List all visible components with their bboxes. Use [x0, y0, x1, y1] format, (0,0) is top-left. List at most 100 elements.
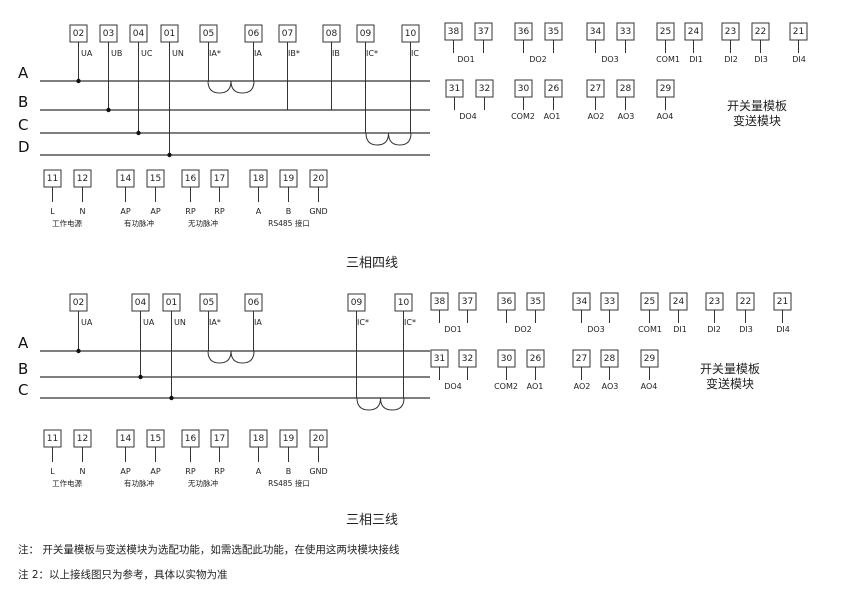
note-2: 注 2：以上接线图只为参考，具体以实物为准	[18, 568, 228, 581]
module-label-di3: DI3	[754, 55, 768, 64]
current-label-05: IA*	[209, 318, 221, 327]
module-terminal-25-num: 25	[644, 297, 655, 307]
ct-loop	[207, 80, 255, 94]
bottom-terminal-15-num: 15	[150, 174, 161, 184]
bottom-terminal-12-num: 12	[77, 174, 88, 184]
module-label-di1: DI1	[673, 325, 687, 334]
bottom-terminal-17-num: 17	[214, 174, 225, 184]
current-label-09: IC*	[357, 318, 369, 327]
module-label-do4: DO4	[444, 382, 462, 391]
ct-loop	[356, 397, 405, 411]
ct-loop	[207, 350, 255, 364]
module-terminal-28-num: 28	[604, 354, 616, 364]
current-terminal-06-num: 06	[248, 29, 260, 39]
module-title-1: 开关量模板	[700, 362, 760, 376]
module-terminal-37-num: 37	[462, 297, 473, 307]
module-terminal-31-num: 31	[434, 354, 445, 364]
current-label-05: IA*	[209, 49, 221, 58]
module-label-do3: DO3	[601, 55, 619, 64]
bottom-terminal-19-num: 19	[283, 434, 295, 444]
bottom-terminal-16-num: 16	[185, 434, 197, 444]
module-terminal-21-num: 21	[777, 297, 788, 307]
junction-dot	[167, 152, 172, 158]
module-terminal-22-num: 22	[755, 27, 766, 37]
phase-label-b: B	[18, 93, 28, 111]
module-terminal-35-num: 35	[548, 27, 559, 37]
module-terminal-29-num: 29	[660, 84, 672, 94]
module-terminal-35-num: 35	[530, 297, 541, 307]
module-label-ao2: AO2	[574, 382, 591, 391]
current-label-08: IB	[332, 49, 340, 58]
bottom-label-18: A	[256, 467, 262, 476]
bottom-label-12: N	[80, 207, 86, 216]
voltage-label-02: UA	[81, 49, 93, 58]
module-terminal-33-num: 33	[604, 297, 615, 307]
bottom-label-15: AP	[150, 467, 160, 476]
bottom-terminal-16-num: 16	[185, 174, 197, 184]
module-label-com2: COM2	[494, 382, 518, 391]
junction-dot	[136, 130, 141, 136]
current-terminal-10-num: 10	[398, 298, 410, 308]
module-label-do1: DO1	[444, 325, 462, 334]
current-label-10: IC	[411, 49, 419, 58]
bottom-terminal-20-num: 20	[313, 174, 325, 184]
bottom-terminal-18-num: 18	[253, 174, 265, 184]
module-label-di4: DI4	[792, 55, 806, 64]
module-terminal-21-num: 21	[793, 27, 804, 37]
current-label-06: IA	[254, 318, 262, 327]
module-terminal-31-num: 31	[449, 84, 460, 94]
module-terminal-36-num: 36	[501, 297, 513, 307]
module-label-di1: DI1	[689, 55, 703, 64]
voltage-terminal-04-num: 04	[133, 29, 145, 39]
module-label-do2: DO2	[514, 325, 532, 334]
bottom-label-14: AP	[120, 467, 130, 476]
module-terminal-32-num: 32	[462, 354, 473, 364]
bottom-terminal-18-num: 18	[253, 434, 265, 444]
junction-dot	[169, 395, 174, 401]
voltage-label-03: UB	[111, 49, 122, 58]
voltage-terminal-02-num: 02	[73, 298, 84, 308]
module-label-di3: DI3	[739, 325, 753, 334]
module-label-com1: COM1	[656, 55, 680, 64]
module-terminal-32-num: 32	[479, 84, 490, 94]
voltage-terminal-01-num: 01	[166, 298, 177, 308]
bottom-label-18: A	[256, 207, 262, 216]
phase-label-a: A	[18, 334, 29, 352]
junction-dot	[138, 374, 143, 380]
module-title-1: 开关量模板	[727, 99, 787, 113]
bottom-group-3: 无功脉冲	[188, 218, 218, 228]
current-label-06: IA	[254, 49, 262, 58]
bottom-label-19: B	[286, 467, 292, 476]
module-label-do4: DO4	[459, 112, 477, 121]
module-title-2: 变送模块	[706, 376, 754, 391]
module-terminal-38-num: 38	[434, 297, 446, 307]
current-label-07: IB*	[288, 49, 300, 58]
current-terminal-05-num: 05	[203, 298, 214, 308]
module-terminal-23-num: 23	[725, 27, 736, 37]
bottom-terminal-19-num: 19	[283, 174, 295, 184]
module-label-ao1: AO1	[527, 382, 544, 391]
module-label-ao2: AO2	[588, 112, 605, 121]
current-terminal-10-num: 10	[405, 29, 417, 39]
bottom-group-4: RS485 接口	[268, 218, 310, 228]
bottom-group-4: RS485 接口	[268, 478, 310, 488]
bottom-label-16: RP	[185, 467, 196, 476]
module-terminal-26-num: 26	[530, 354, 542, 364]
current-terminal-09-num: 09	[360, 29, 372, 39]
bottom-terminal-11-num: 11	[47, 434, 58, 444]
bottom-label-11: L	[50, 207, 55, 216]
module-label-ao4: AO4	[641, 382, 658, 391]
bottom-terminal-17-num: 17	[214, 434, 225, 444]
current-terminal-05-num: 05	[203, 29, 214, 39]
bottom-terminal-15-num: 15	[150, 434, 161, 444]
phase-label-c: C	[18, 116, 28, 134]
phase-label-a: A	[18, 64, 29, 82]
module-label-do1: DO1	[457, 55, 475, 64]
module-label-do2: DO2	[529, 55, 547, 64]
module-label-ao3: AO3	[602, 382, 619, 391]
voltage-label-01: UN	[172, 49, 184, 58]
module-label-com1: COM1	[638, 325, 662, 334]
four-wire-title: 三相四线	[346, 256, 398, 271]
current-terminal-07-num: 07	[282, 29, 293, 39]
voltage-terminal-04-num: 04	[135, 298, 147, 308]
